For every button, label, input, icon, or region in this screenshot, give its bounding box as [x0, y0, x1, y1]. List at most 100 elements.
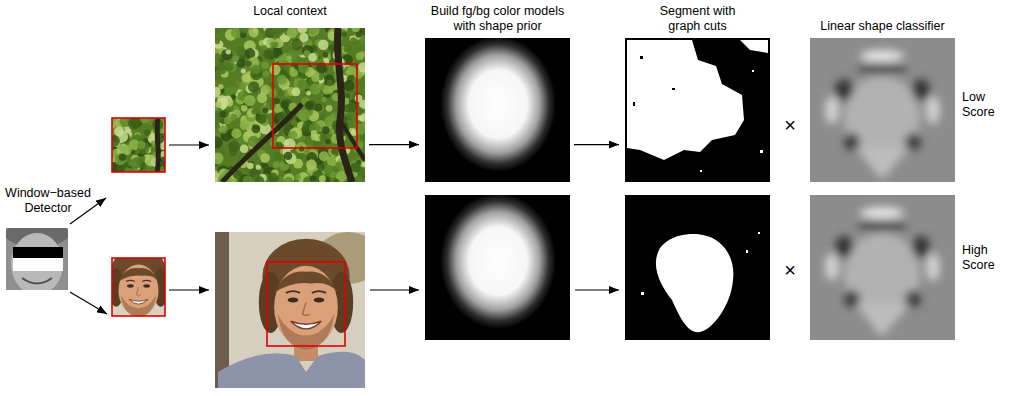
nose — [136, 287, 140, 295]
leaf — [236, 80, 241, 85]
leaf — [257, 114, 267, 124]
leaf — [215, 28, 219, 34]
score-label: Low Score — [962, 90, 1006, 120]
leaf — [299, 33, 308, 42]
leaf — [230, 114, 237, 121]
leaf — [279, 90, 285, 96]
leaf — [311, 74, 319, 82]
foliage-crop — [112, 118, 165, 172]
weight-blob — [860, 207, 904, 219]
leaf — [239, 28, 249, 33]
wall-shadow — [215, 232, 229, 388]
weight-ground — [810, 195, 955, 340]
classifier-weights — [810, 195, 955, 340]
leaf — [320, 84, 325, 89]
mask-speck — [672, 88, 675, 90]
leaf — [137, 141, 145, 149]
leaf — [297, 153, 303, 159]
leaf — [286, 50, 298, 62]
leaf — [344, 104, 352, 112]
flow-arrow — [169, 144, 209, 145]
branch — [222, 104, 302, 182]
face-context — [215, 232, 365, 388]
leaf — [292, 87, 301, 96]
shape-prior — [425, 38, 570, 182]
leaf — [324, 74, 335, 85]
prior-blob — [440, 38, 556, 172]
detector-face — [6, 228, 68, 290]
beard — [121, 295, 157, 316]
leaf — [254, 176, 264, 182]
leaf — [228, 148, 237, 157]
leaf — [215, 101, 221, 107]
foliage-ground — [215, 28, 365, 182]
flow-arrow — [574, 144, 619, 145]
weight-blob — [856, 148, 909, 180]
leaf — [114, 126, 124, 136]
leaf — [129, 160, 136, 167]
leaf — [251, 109, 257, 115]
leaf — [322, 126, 330, 134]
leaf — [230, 86, 238, 94]
leaf — [350, 37, 356, 43]
leaf — [260, 104, 269, 113]
weight-blob — [856, 64, 908, 74]
leaf — [112, 118, 120, 128]
mask-speck — [752, 70, 754, 72]
weight-blob — [912, 236, 930, 258]
leaf — [283, 177, 293, 182]
mask-ground — [625, 195, 770, 340]
weight-blob — [912, 79, 930, 101]
leaf — [356, 52, 364, 60]
leaf — [318, 39, 329, 50]
leaf — [309, 83, 320, 94]
leaf — [220, 111, 227, 118]
mask-speck — [700, 170, 702, 172]
leaf — [112, 135, 120, 147]
leaf — [116, 165, 124, 172]
segmentation-mask — [625, 195, 770, 340]
leaf — [323, 52, 329, 58]
haar-light-bar — [13, 258, 63, 271]
leaf — [322, 97, 327, 102]
leaf — [247, 162, 254, 169]
leaf — [297, 28, 307, 33]
leaf — [241, 68, 246, 73]
weight-blob — [835, 236, 853, 258]
panel-heading: Segment with graph cuts — [648, 4, 748, 34]
fringe — [274, 271, 338, 292]
leaf — [277, 75, 287, 85]
leaf — [345, 93, 350, 98]
image-panel: Window−based Detector — [6, 228, 68, 290]
leaf — [301, 80, 307, 86]
flow-arrow — [370, 289, 419, 290]
branch — [337, 28, 352, 182]
flow-arrow — [369, 144, 419, 145]
leaf — [240, 120, 250, 130]
multiply-sign: × — [784, 115, 796, 135]
leaf — [310, 176, 316, 182]
leaf — [224, 117, 231, 124]
eye — [143, 284, 150, 287]
mask-region — [740, 40, 768, 53]
leaf — [344, 45, 352, 53]
leaf — [249, 28, 259, 37]
leaf — [273, 161, 280, 168]
leaf — [358, 62, 365, 72]
leaf — [257, 93, 267, 103]
leaf — [355, 107, 364, 116]
panel-heading: Linear shape classifier — [810, 19, 955, 34]
leaf — [261, 85, 271, 95]
leaf — [286, 56, 292, 62]
leaf — [311, 130, 317, 136]
weight-blob — [844, 76, 920, 160]
leaf — [251, 65, 261, 75]
leaf — [263, 107, 269, 113]
leaf — [221, 49, 232, 60]
nose — [302, 302, 309, 315]
leaf — [355, 95, 363, 103]
leaf — [225, 63, 234, 72]
face-crop — [112, 258, 165, 316]
